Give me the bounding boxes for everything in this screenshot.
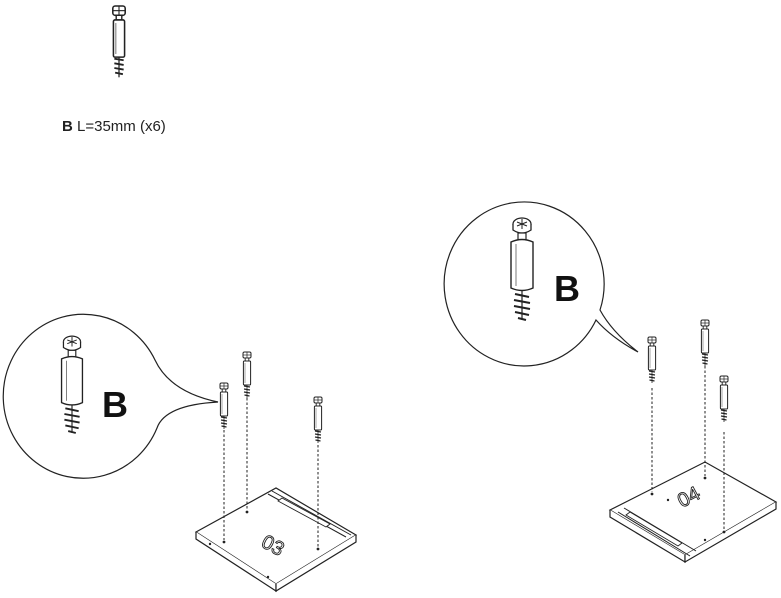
parts-list-label: B L=35mm (x6) — [62, 118, 166, 135]
panel-04 — [608, 461, 778, 564]
bolt-right-2 — [700, 319, 710, 367]
callout-letter-left: B — [102, 384, 128, 425]
guide-lines-right — [651, 366, 725, 530]
parts-list-bolt-icon — [111, 5, 127, 79]
bolt-left-3 — [313, 396, 323, 444]
bolt-left-1 — [219, 382, 229, 430]
panel-03 — [194, 487, 358, 593]
callout-bubble-left — [2, 313, 219, 479]
part-spec: L=35mm (x6) — [77, 118, 166, 135]
callout-bubble-right — [443, 201, 639, 367]
bolt-right-1 — [647, 336, 657, 384]
bolt-left-2 — [242, 351, 252, 399]
guide-lines-left — [223, 398, 319, 547]
part-letter: B — [62, 118, 73, 135]
bolt-right-3 — [719, 375, 729, 423]
callout-letter-right: B — [554, 268, 580, 309]
